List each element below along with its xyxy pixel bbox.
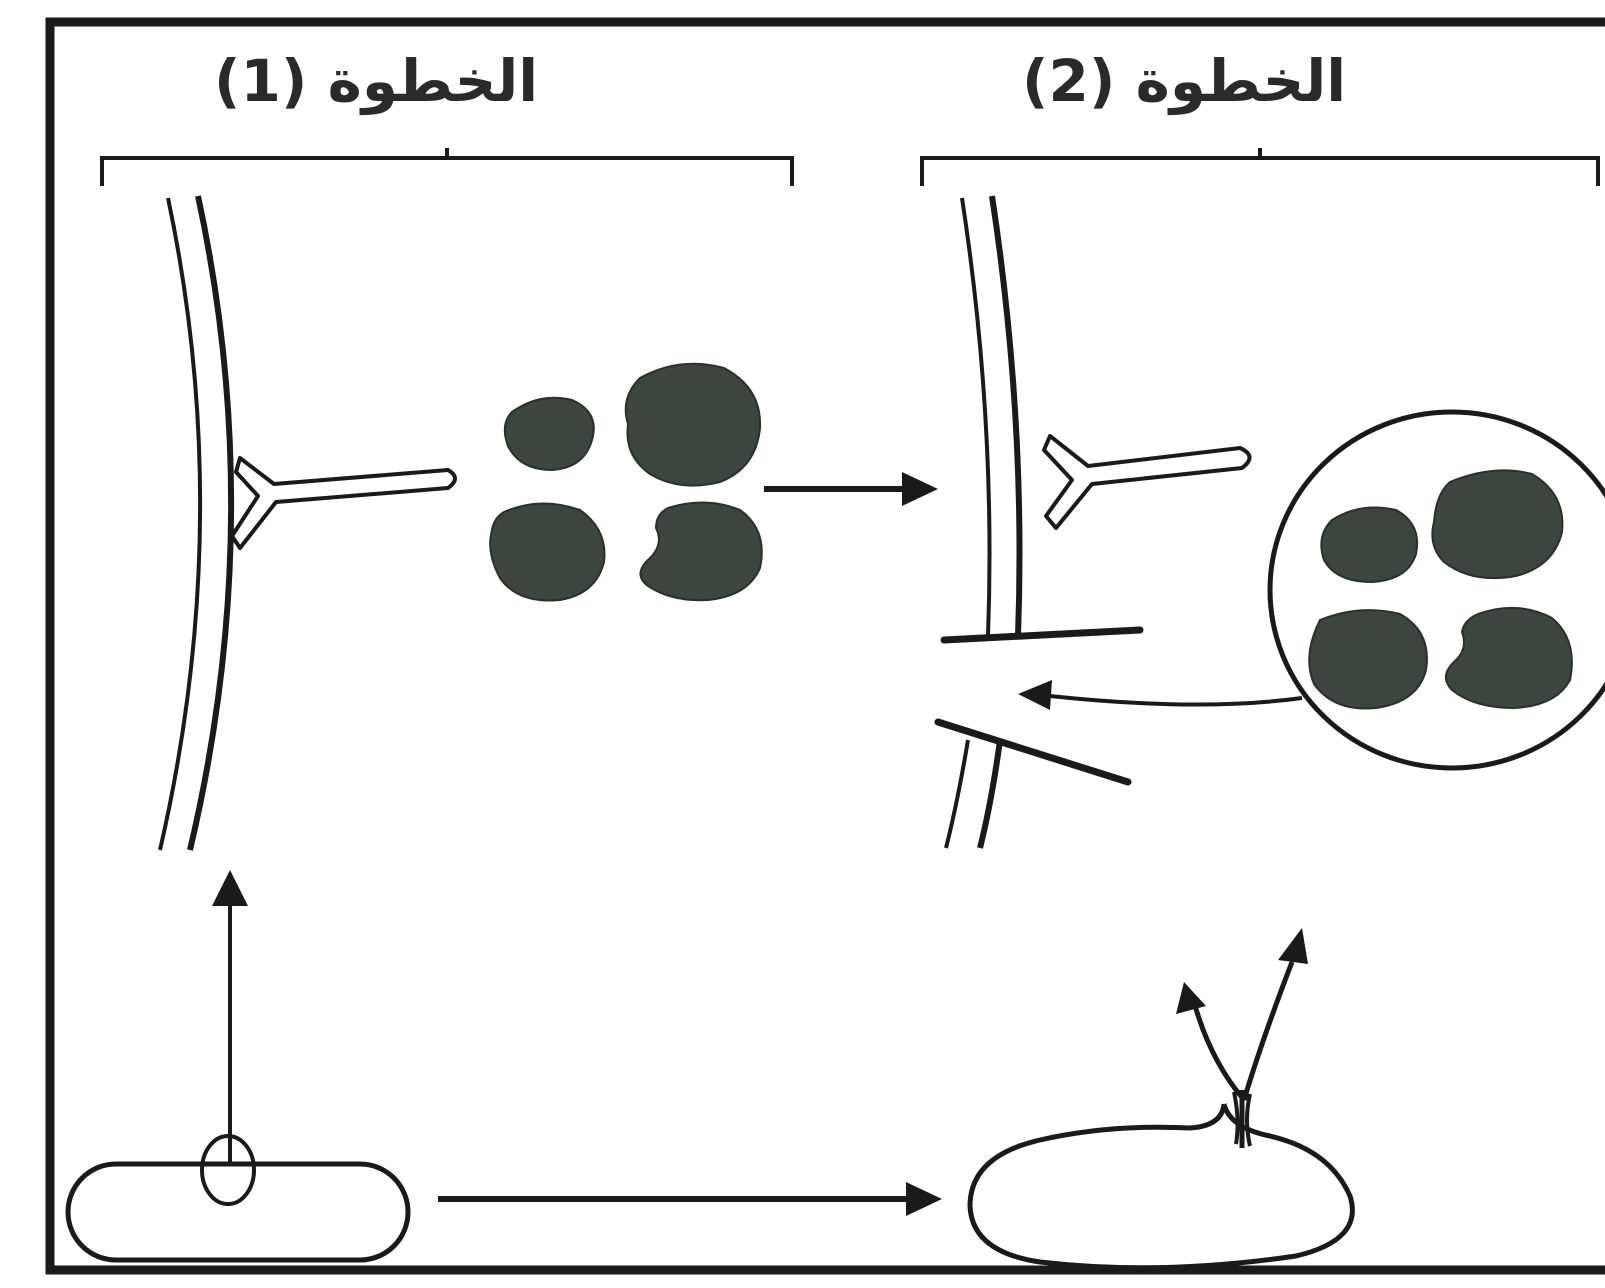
particle xyxy=(1308,609,1428,710)
step-1-cell-wall xyxy=(158,195,235,851)
step-1-bracket xyxy=(100,148,794,186)
step-2-label: الخطوة (2) xyxy=(1022,47,1347,115)
step-1-particle-cluster xyxy=(489,362,763,602)
rod-cell xyxy=(65,1161,411,1263)
particle xyxy=(1445,606,1573,710)
step-2-cell-wall-lower xyxy=(944,739,1003,849)
arrow-cell-to-step-1 xyxy=(212,870,248,1162)
particle xyxy=(489,502,606,602)
step-1-receptor xyxy=(230,456,457,550)
outer-frame xyxy=(45,17,1605,1275)
particle xyxy=(1320,506,1418,584)
step-1-label: الخطوة (1) xyxy=(214,47,539,115)
particle xyxy=(624,362,762,487)
lysed-cell-rupture xyxy=(1191,961,1295,1148)
lysed-cell xyxy=(967,1103,1355,1271)
arrow-rod-cell-to-lysed-cell xyxy=(438,1182,942,1216)
particle xyxy=(503,396,595,472)
step-2-receptor xyxy=(1042,434,1252,530)
step-2-vesicle xyxy=(1267,409,1605,771)
step-2-particle-cluster xyxy=(1308,469,1573,710)
step-2-cell-wall-upper xyxy=(960,195,1023,637)
lysed-cell-release-arrowheads xyxy=(1176,928,1308,1014)
rod-cell-highlight-circle xyxy=(200,1134,256,1206)
step-2-bracket xyxy=(920,148,1600,186)
arrow-vesicle-to-pore xyxy=(1018,680,1303,710)
arrow-step-1-to-step-2 xyxy=(764,472,938,506)
particle xyxy=(1431,469,1564,580)
particle xyxy=(639,501,763,602)
step-2-pore-flaps xyxy=(934,626,1144,786)
